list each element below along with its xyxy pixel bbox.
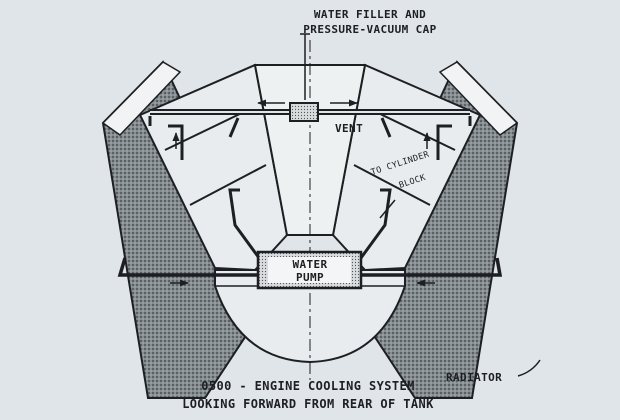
vent-label: VENT	[335, 122, 363, 135]
filler-label-line1: WATER FILLER AND	[314, 8, 426, 21]
cylinder-pipes	[228, 188, 392, 263]
pump-label-line2: PUMP	[296, 271, 324, 284]
caption-line1: 0500 - ENGINE COOLING SYSTEM	[201, 379, 415, 393]
water-pump-label-bg	[268, 257, 351, 283]
return-pipe	[117, 257, 503, 277]
filler-label-line2: PRESSURE-VACUUM CAP	[303, 23, 436, 36]
pump-label-line1: WATER	[292, 258, 327, 271]
flow-arrows	[170, 99, 435, 287]
radiator-label: RADIATOR	[446, 371, 502, 384]
filler-cap	[289, 102, 319, 122]
caption-line2: LOOKING FORWARD FROM REAR OF TANK	[182, 397, 434, 411]
leader-lines	[300, 33, 541, 377]
